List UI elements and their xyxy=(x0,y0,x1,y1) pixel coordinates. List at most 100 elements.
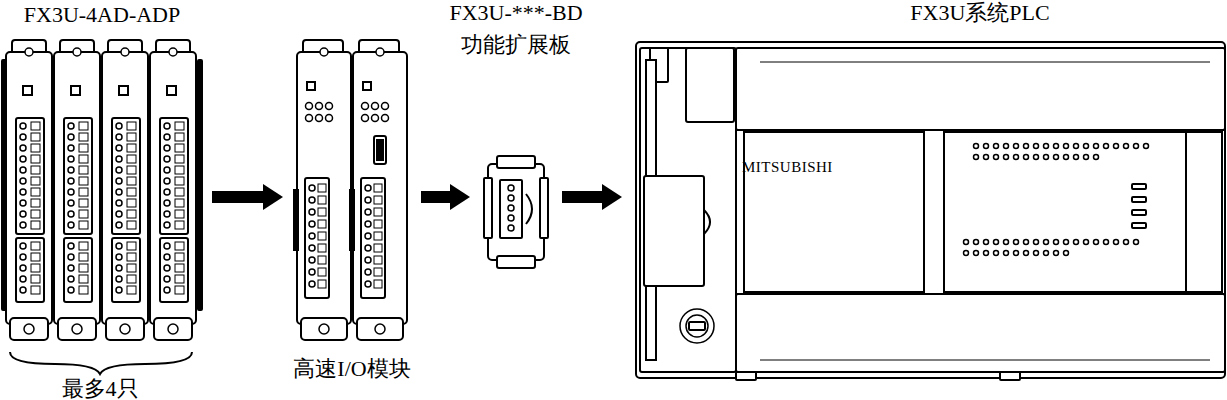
terminal-cell xyxy=(127,253,136,261)
terminal-screw xyxy=(116,156,122,162)
mounting-ear xyxy=(154,318,192,340)
terminal-cell xyxy=(127,144,136,152)
flow-arrow xyxy=(212,184,283,210)
io-led xyxy=(1114,240,1119,245)
terminal-cell xyxy=(31,199,40,207)
terminal-cell xyxy=(374,256,382,264)
status-led xyxy=(307,82,315,90)
io-led xyxy=(964,240,969,245)
terminal-cell xyxy=(127,210,136,218)
diagram-node: FX3U-4AD-ADP最多4只 xyxy=(6,40,198,340)
adapter-module-body xyxy=(54,52,100,324)
terminal-screw xyxy=(116,276,122,282)
io-led xyxy=(1024,144,1029,149)
terminal-screw xyxy=(116,200,122,206)
terminal-screw xyxy=(365,245,371,251)
group-brace xyxy=(10,352,192,374)
terminal-screw xyxy=(20,211,26,217)
io-led xyxy=(994,144,999,149)
cover-latch xyxy=(704,210,710,234)
indicator-led xyxy=(382,115,389,122)
terminal-screw xyxy=(20,156,26,162)
terminal-screw xyxy=(68,134,74,140)
terminal-strip xyxy=(64,238,92,302)
terminal-cell xyxy=(127,242,136,250)
io-led xyxy=(1004,144,1009,149)
terminal-screw xyxy=(164,222,170,228)
io-led xyxy=(1084,144,1089,149)
terminal-cell xyxy=(79,221,88,229)
terminal-cell xyxy=(79,275,88,283)
terminal-screw xyxy=(20,276,26,282)
terminal-cell xyxy=(79,133,88,141)
connector-pin xyxy=(508,215,514,221)
terminal-cell xyxy=(374,196,382,204)
mounting-ear xyxy=(106,318,144,340)
status-led xyxy=(1132,210,1146,215)
arrow-head xyxy=(602,184,622,210)
terminal-cell xyxy=(31,177,40,185)
terminal-screw xyxy=(68,145,74,151)
io-led xyxy=(1044,240,1049,245)
terminal-cell xyxy=(127,133,136,141)
terminal-screw xyxy=(116,222,122,228)
io-led xyxy=(1004,155,1009,160)
terminal-cell xyxy=(175,155,184,163)
board-latch xyxy=(497,156,535,168)
terminal-cell xyxy=(79,253,88,261)
terminal-screw xyxy=(68,189,74,195)
terminal-cell xyxy=(79,199,88,207)
indicator-led xyxy=(306,115,313,122)
arrow-shaft xyxy=(212,191,265,203)
mounting-ear xyxy=(58,318,96,340)
io-led xyxy=(994,251,999,256)
io-led xyxy=(1144,144,1149,149)
terminal-cell xyxy=(127,221,136,229)
terminal-screw xyxy=(116,265,122,271)
terminal-cell xyxy=(127,199,136,207)
terminal-screw xyxy=(116,287,122,293)
terminal-cell xyxy=(175,286,184,294)
part-label: FX3U系统PLC xyxy=(910,0,1049,26)
terminal-screw xyxy=(309,197,315,203)
io-led xyxy=(1014,155,1019,160)
terminal-cell xyxy=(175,177,184,185)
terminal-screw xyxy=(68,167,74,173)
terminal-cell xyxy=(31,122,40,130)
io-led xyxy=(1024,240,1029,245)
terminal-cell xyxy=(374,232,382,240)
terminal-cell xyxy=(79,188,88,196)
side-rail xyxy=(2,60,6,310)
terminal-screw xyxy=(365,281,371,287)
io-led xyxy=(1074,240,1079,245)
board-clip xyxy=(526,194,532,224)
terminal-cell xyxy=(175,210,184,218)
terminal-cell xyxy=(374,280,382,288)
terminal-screw xyxy=(309,245,315,251)
terminal-cell xyxy=(318,256,326,264)
io-led xyxy=(1034,251,1039,256)
terminal-cell xyxy=(318,268,326,276)
terminal-cell xyxy=(127,188,136,196)
io-led xyxy=(1014,144,1019,149)
brand-label: MITSUBISHI xyxy=(742,158,833,176)
connector-pin xyxy=(377,140,383,160)
terminal-cell xyxy=(175,275,184,283)
diagram-node: FX3U系统PLCMITSUBISHI xyxy=(636,42,1225,378)
io-led xyxy=(1014,251,1019,256)
terminal-cell xyxy=(31,221,40,229)
io-led xyxy=(1104,240,1109,245)
terminal-screw xyxy=(68,200,74,206)
terminal-screw xyxy=(116,254,122,260)
part-label: FX3U-***-BD xyxy=(449,0,582,26)
terminal-screw xyxy=(365,269,371,275)
plc-side-panel xyxy=(1186,132,1222,292)
terminal-screw xyxy=(309,257,315,263)
bd-board-body xyxy=(488,164,544,260)
terminal-screw xyxy=(164,134,170,140)
terminal-cell xyxy=(79,286,88,294)
terminal-strip xyxy=(16,118,44,234)
terminal-screw xyxy=(68,276,74,282)
terminal-screw xyxy=(68,287,74,293)
terminal-strip xyxy=(160,118,188,234)
